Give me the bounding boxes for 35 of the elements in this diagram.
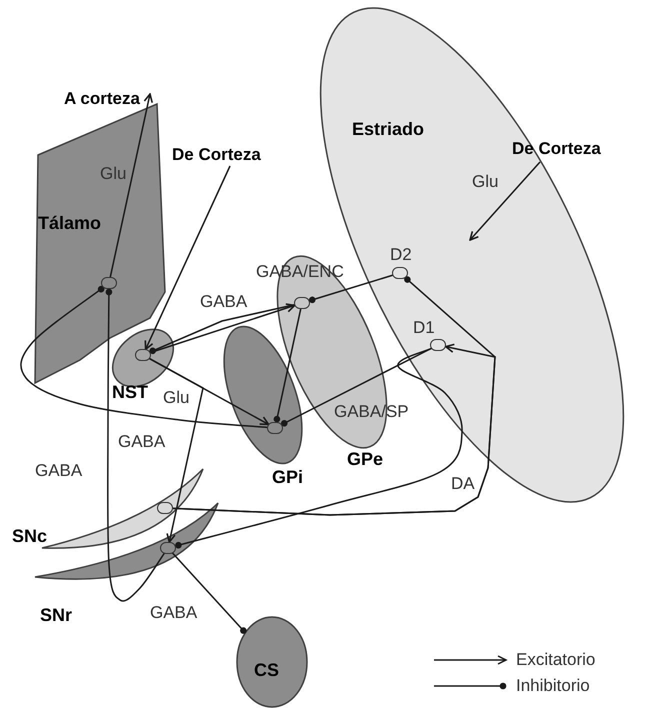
- inhibitory-connection: [281, 348, 432, 427]
- excitatory-arrow: [469, 162, 541, 241]
- annotation-text: De Corteza: [512, 138, 636, 162]
- region-label: GPi: [272, 466, 304, 488]
- inhibitory-connection: [106, 288, 165, 602]
- edge-label: GABA: [150, 603, 198, 623]
- legend-text: Excitatorio: [516, 650, 596, 670]
- edge-label: Glu: [163, 388, 190, 408]
- region-label: NST: [112, 381, 148, 403]
- edge-label: Glu: [472, 172, 498, 192]
- inhibitory-connection: [172, 552, 247, 634]
- excitatory-arrow: [110, 93, 154, 278]
- inhibitory-connection: [172, 276, 496, 516]
- inhibitory-connection: [20, 286, 268, 428]
- edge-label: GABA: [200, 292, 248, 312]
- excitatory-arrow: [144, 166, 231, 350]
- edge-label: GABA: [118, 432, 166, 452]
- edge-label: GABA: [35, 461, 82, 481]
- inhibitory-connection: [308, 274, 393, 304]
- annotation-text: A corteza: [64, 88, 150, 110]
- region-label: Tálamo: [38, 212, 102, 234]
- region-label: SNr: [40, 604, 72, 626]
- excitatory-arrow: [149, 358, 204, 543]
- legend-text: Inhibitorio: [516, 676, 590, 696]
- region-label: GPe: [347, 448, 384, 470]
- annotation-text: De Corteza: [172, 144, 296, 166]
- region-label: CS: [254, 659, 280, 681]
- inhibitory-connection: [175, 348, 463, 549]
- receptor-label: D2: [390, 245, 412, 265]
- edge-label: DA: [451, 474, 475, 494]
- region-label: Estriado: [352, 118, 424, 140]
- edge-label: Glu: [100, 164, 126, 184]
- receptor-label: D1: [413, 318, 435, 338]
- region-label: SNc: [12, 525, 48, 547]
- inhibitory-connection: [274, 308, 302, 422]
